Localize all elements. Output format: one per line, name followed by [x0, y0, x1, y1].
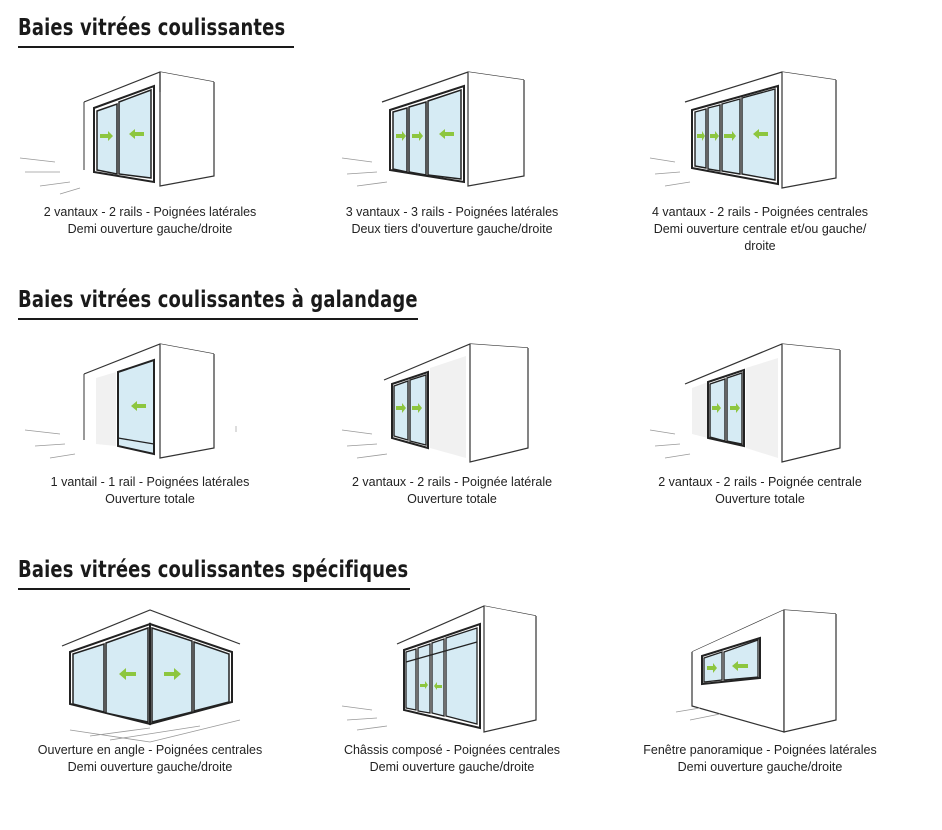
section-title-specific: Baies vitrées coulissantes spécifiques [18, 557, 409, 583]
caption-line2: Demi ouverture gauche/droite [67, 760, 233, 774]
item-caption: 3 vantaux - 3 rails - Poignées latérales… [302, 204, 602, 238]
section-title-sliding: Baies vitrées coulissantes [18, 15, 286, 41]
caption-line2: Ouverture totale [715, 492, 805, 506]
house-illustration [341, 605, 537, 733]
item-caption: 2 vantaux - 2 rails - Poignée latérale O… [302, 474, 602, 508]
diagram-item-3-vantaux: 3 vantaux - 3 rails - Poignées latérales… [302, 62, 602, 292]
house-illustration [649, 343, 841, 463]
house-illustration [341, 71, 525, 187]
house-illustration [649, 71, 837, 189]
section-underline [18, 318, 418, 320]
arrow-right-icon [100, 131, 113, 141]
caption-line1: 2 vantaux - 2 rails - Poignées latérales [43, 205, 257, 219]
item-caption: 2 vantaux - 2 rails - Poignée centrale O… [610, 474, 910, 508]
section-underline [18, 588, 410, 590]
diagram-item-composite: Châssis composé - Poignées centrales Dem… [302, 600, 602, 830]
caption-line2: Demi ouverture gauche/droite [677, 760, 843, 774]
caption-line1: Fenêtre panoramique - Poignées latérales [643, 743, 877, 757]
section-underline [18, 46, 294, 48]
caption-line2: Demi ouverture gauche/droite [369, 760, 535, 774]
house-illustration [341, 343, 529, 463]
caption-line2: Deux tiers d'ouverture gauche/droite [351, 222, 553, 236]
item-caption: 2 vantaux - 2 rails - Poignées latérales… [0, 204, 300, 238]
item-caption: Fenêtre panoramique - Poignées latérales… [610, 742, 910, 776]
section-title-pocket: Baies vitrées coulissantes à galandage [18, 287, 418, 313]
diagram-item-2-vantaux: 2 vantaux - 2 rails - Poignées latérales… [0, 62, 300, 292]
item-caption: Ouverture en angle - Poignées centrales … [0, 742, 300, 776]
arrow-left-icon [129, 129, 144, 139]
caption-line1: 2 vantaux - 2 rails - Poignée centrale [658, 475, 862, 489]
caption-line2: Ouverture totale [407, 492, 497, 506]
diagram-item-4-vantaux: 4 vantaux - 2 rails - Poignées centrales… [610, 62, 910, 292]
caption-line2: Demi ouverture centrale et/ou gauche/ dr… [653, 222, 867, 253]
diagram-item-pocket-2-lateral: 2 vantaux - 2 rails - Poignée latérale O… [302, 334, 602, 564]
house-illustration [24, 343, 237, 459]
diagram-item-1-vantail: 1 vantail - 1 rail - Poignées latérales … [0, 334, 300, 564]
house-illustration [19, 71, 215, 195]
diagram-item-corner: Ouverture en angle - Poignées centrales … [0, 600, 300, 830]
caption-line1: 2 vantaux - 2 rails - Poignée latérale [351, 475, 553, 489]
house-illustration [61, 609, 241, 743]
item-caption: 1 vantail - 1 rail - Poignées latérales … [0, 474, 300, 508]
item-caption: 4 vantaux - 2 rails - Poignées centrales… [610, 204, 910, 255]
caption-line2: Ouverture totale [105, 492, 195, 506]
caption-line1: 1 vantail - 1 rail - Poignées latérales [50, 475, 250, 489]
item-caption: Châssis composé - Poignées centrales Dem… [302, 742, 602, 776]
caption-line1: Ouverture en angle - Poignées centrales [37, 743, 263, 757]
diagram-item-panoramic: Fenêtre panoramique - Poignées latérales… [610, 600, 910, 830]
house-illustration [675, 609, 837, 733]
caption-line1: Châssis composé - Poignées centrales [343, 743, 561, 757]
caption-line1: 4 vantaux - 2 rails - Poignées centrales [651, 205, 869, 219]
caption-line2: Demi ouverture gauche/droite [67, 222, 233, 236]
caption-line1: 3 vantaux - 3 rails - Poignées latérales [345, 205, 559, 219]
diagram-item-pocket-2-central: 2 vantaux - 2 rails - Poignée centrale O… [610, 334, 910, 564]
